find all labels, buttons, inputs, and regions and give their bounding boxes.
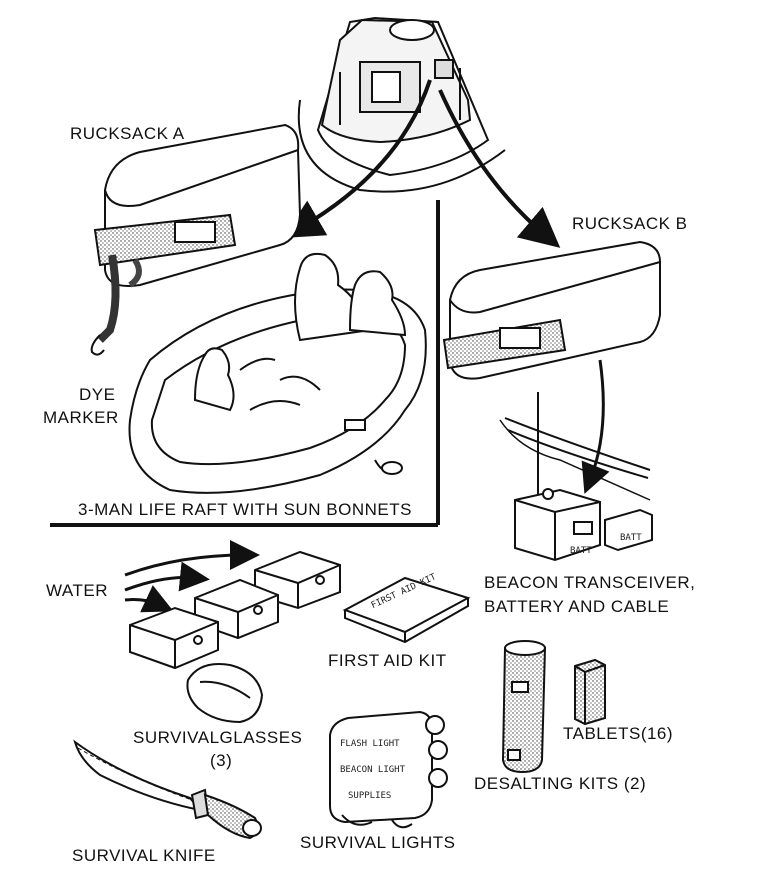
survival-lights-drawing — [329, 710, 448, 829]
label-survival-glasses-line1: SURVIVALGLASSES — [133, 728, 303, 747]
label-desalting-kits: DESALTING KITS (2) — [474, 774, 647, 793]
rucksack-a-drawing — [90, 123, 302, 356]
spacecraft-cutaway — [297, 16, 506, 193]
label-life-raft: 3-MAN LIFE RAFT WITH SUN BONNETS — [78, 500, 412, 519]
water-containers — [129, 550, 341, 670]
arrow-to-rucksack-a — [282, 79, 432, 239]
light-marking-3: SUPPLIES — [348, 791, 391, 801]
water-arrows — [124, 540, 260, 613]
beacon-transceiver-drawing — [499, 392, 653, 562]
arrow-to-beacon — [581, 359, 610, 494]
battery-marking-2: BATT — [620, 533, 642, 543]
label-survival-knife: SURVIVAL KNIFE — [72, 846, 216, 865]
label-survival-glasses-line2: (3) — [210, 751, 233, 770]
label-beacon-line1: BEACON TRANSCEIVER, — [484, 573, 696, 592]
light-marking-1: FLASH LIGHT — [340, 739, 400, 749]
label-water: WATER — [46, 581, 108, 600]
arrow-to-rucksack-b — [438, 89, 561, 248]
desalting-kit-drawing — [501, 640, 547, 774]
label-rucksack-b: RUCKSACK B — [572, 214, 688, 233]
first-aid-kit-drawing — [342, 576, 471, 644]
battery-marking-1: BATT — [570, 546, 592, 556]
label-dye-marker-line2: MARKER — [43, 408, 119, 427]
survival-knife-drawing — [73, 739, 262, 840]
survival-glasses-drawing — [186, 663, 264, 724]
label-survival-lights: SURVIVAL LIGHTS — [300, 833, 456, 852]
rucksack-b-drawing — [442, 240, 661, 380]
life-raft-drawing — [128, 252, 427, 494]
tablets-drawing — [574, 658, 606, 726]
label-beacon-line2: BATTERY AND CABLE — [484, 597, 670, 616]
light-marking-2: BEACON LIGHT — [340, 765, 406, 775]
label-tablets: TABLETS(16) — [563, 724, 674, 743]
label-rucksack-a: RUCKSACK A — [70, 124, 185, 143]
label-dye-marker-line1: DYE — [79, 385, 116, 404]
label-first-aid-kit: FIRST AID KIT — [328, 651, 447, 670]
